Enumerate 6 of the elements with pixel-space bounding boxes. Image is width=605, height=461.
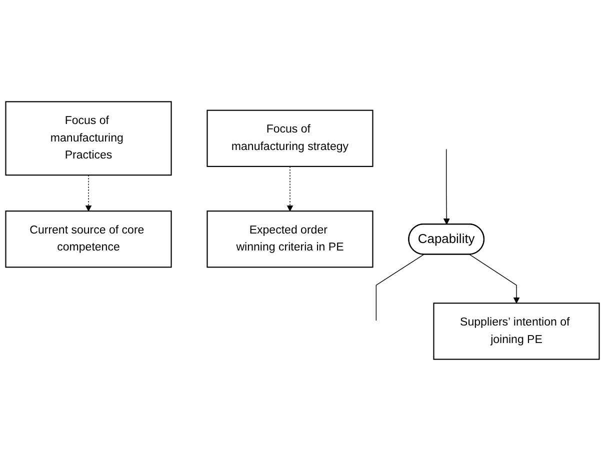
process-box: Suppliers’ intention of joining PE xyxy=(433,302,600,360)
ellipse-node: Capability xyxy=(408,223,484,255)
process-box: Focus of manufacturing strategy xyxy=(206,110,374,167)
process-box: Expected order winning criteria in PE xyxy=(206,210,374,268)
process-box: Current source of core competence xyxy=(5,210,172,268)
process-box: Focus of manufacturing Practices xyxy=(5,101,172,176)
